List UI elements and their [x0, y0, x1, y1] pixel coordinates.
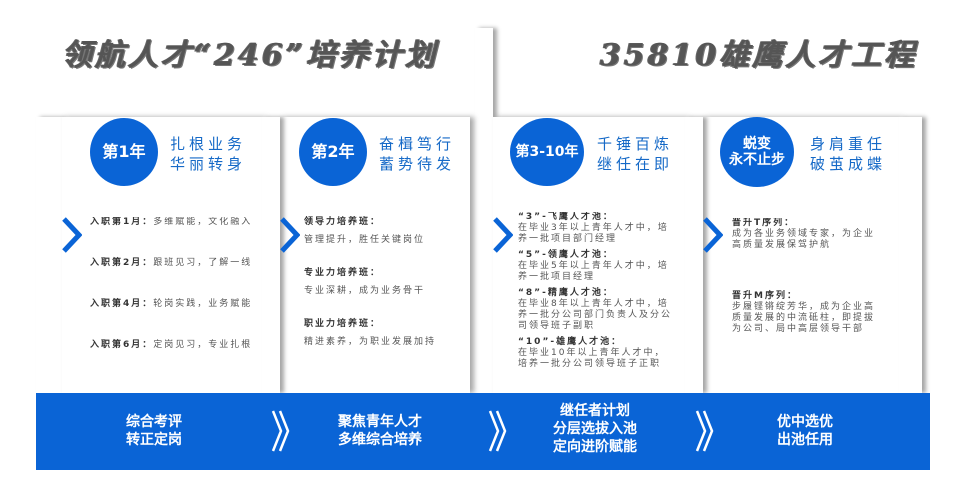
headline-line: 奋楫笃行	[379, 135, 456, 153]
list-item: 入职第2月：跟班见习，了解一线	[90, 258, 253, 268]
headline-line: 华丽转身	[170, 155, 247, 173]
stage-badge-2: 第2年	[299, 118, 367, 186]
process-step-2: 聚焦青年人才 多维综合培养	[338, 414, 422, 448]
stage-badge-4: 蜕变 永不止步	[720, 117, 794, 187]
stage-headline-2: 奋楫笃行 蓄势待发	[379, 134, 455, 174]
chevron-right-icon	[280, 217, 300, 253]
stage-items-1: 入职第1月：多维赋能，文化融入 入职第2月：跟班见习，了解一线 入职第4月：轮岗…	[90, 217, 256, 381]
stage-badge-text: 第3-10年	[515, 143, 579, 160]
chevron-right-icon	[62, 217, 82, 253]
list-item: 晋升T序列： 成为各业务领域专家，为企业 高质量发展保驾护航	[732, 218, 876, 250]
stage-badge-text: 蜕变	[743, 135, 771, 152]
panel-edge-strip	[262, 117, 280, 393]
double-chevron-right-icon	[488, 409, 508, 453]
stage-badge-3: 第3-10年	[510, 118, 584, 186]
list-item: “10”-雄鹰人才池： 在毕业10年以上青年人才中， 培养一批分公司领导班子正职	[518, 337, 666, 369]
list-item: “5”-领鹰人才池： 在毕业5年以上青年人才中，培 养一批项目经理	[518, 250, 669, 282]
stage-badge-text: 永不止步	[729, 152, 785, 168]
process-bar: 综合考评 转正定岗 聚焦青年人才 多维综合培养 继任者计划 分层选拔入池 定向进…	[36, 393, 930, 470]
list-item: 专业力培养班：专业深耕，成为业务骨干	[304, 268, 426, 296]
stage-items-4: 晋升T序列： 成为各业务领域专家，为企业 高质量发展保驾护航 晋升M序列： 步履…	[732, 218, 892, 335]
stage-headline-4: 身肩重任 破茧成蝶	[810, 134, 886, 174]
stage-badge-text: 第1年	[102, 141, 146, 161]
headline-line: 破茧成蝶	[810, 155, 887, 173]
headline-line: 千锤百炼	[597, 135, 674, 153]
headline-line: 蓄势待发	[379, 155, 456, 173]
list-item: 入职第4月：轮岗实践，业务赋能	[90, 299, 253, 309]
list-item: 领导力培养班：管理提升，胜任关键岗位	[304, 217, 426, 245]
program-divider	[475, 28, 493, 393]
stage-badge-text: 第2年	[311, 141, 355, 161]
double-chevron-right-icon	[271, 409, 291, 453]
panel-edge-strip	[899, 117, 922, 393]
panel-edge-strip	[36, 117, 62, 393]
headline-line: 继任在即	[597, 155, 674, 173]
chevron-right-icon	[493, 217, 513, 253]
stage-headline-3: 千锤百炼 继任在即	[597, 134, 673, 174]
list-item: 入职第1月：多维赋能，文化融入	[90, 217, 253, 227]
list-item: 职业力培养班：精进素养，为职业发展加持	[304, 319, 437, 347]
list-item: 晋升M序列： 步履铿锵绽芳华，成为企业高 质量发展的中流砥柱，即提拔 为公司、局…	[732, 291, 876, 334]
plan-title-right: 35810雄鹰人才工程	[600, 38, 918, 73]
plan-title-left: 领航人才“246”培养计划	[62, 38, 439, 73]
stage-items-2: 领导力培养班：管理提升，胜任关键岗位 专业力培养班：专业深耕，成为业务骨干 职业…	[304, 216, 464, 369]
process-step-1: 综合考评 转正定岗	[126, 414, 182, 448]
process-step-3: 继任者计划 分层选拔入池 定向进阶赋能	[553, 403, 637, 455]
headline-line: 身肩重任	[810, 135, 887, 153]
stage-items-3: “3”-飞鹰人才池： 在毕业3年以上青年人才中，培 养一批项目部门经理 “5”-…	[518, 212, 683, 375]
list-item: 入职第6月：定岗见习，专业扎根	[90, 340, 253, 350]
panel-edge-strip	[685, 117, 703, 393]
headline-line: 扎根业务	[170, 135, 247, 153]
list-item: “8”-精鹰人才池： 在毕业8年以上青年人才中，培 养一批分公司部门负责人及分公…	[518, 288, 673, 331]
double-chevron-right-icon	[695, 409, 715, 453]
list-item: “3”-飞鹰人才池： 在毕业3年以上青年人才中，培 养一批项目部门经理	[518, 212, 669, 244]
process-step-4: 优中选优 出池任用	[777, 414, 833, 448]
stage-badge-1: 第1年	[90, 118, 158, 186]
chevron-right-icon	[703, 217, 723, 253]
stage-headline-1: 扎根业务 华丽转身	[170, 134, 246, 174]
